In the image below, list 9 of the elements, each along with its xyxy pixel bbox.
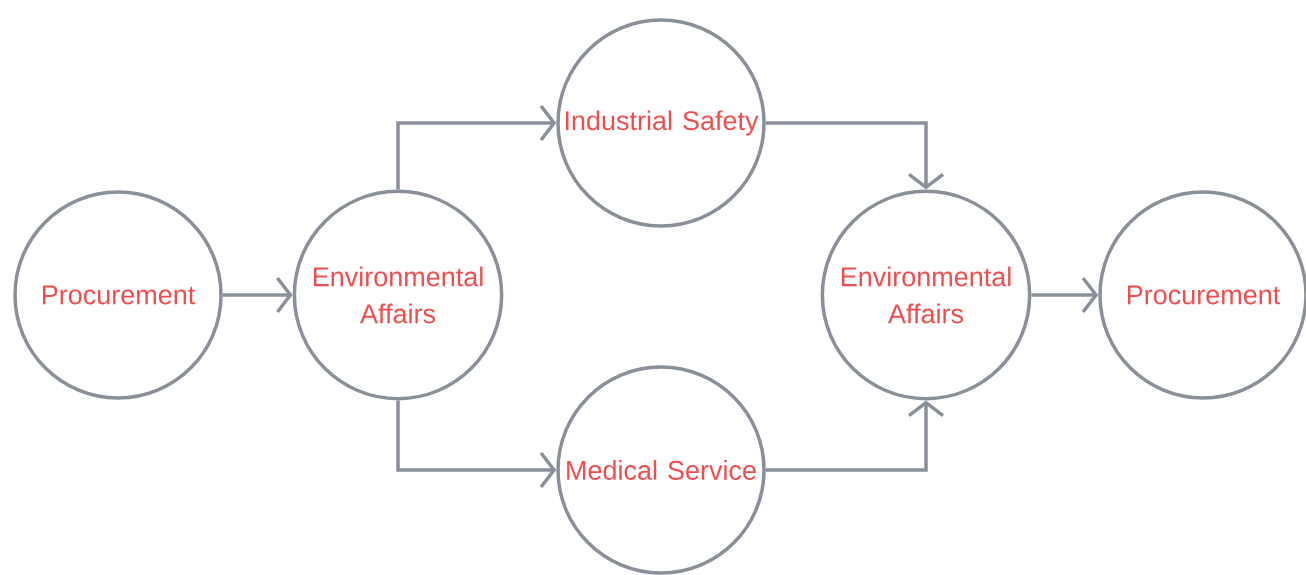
arrow [396,104,557,190]
circle-node: Procurement [13,190,223,400]
arrow [765,400,945,472]
circle-node: Industrial Safety [556,18,766,228]
circle-node: Environmental Affairs [292,189,504,401]
arrow [396,400,557,489]
circle-node: Environmental Affairs [820,189,1032,401]
circle-node: Medical Service [556,365,766,575]
arrow [765,121,945,190]
